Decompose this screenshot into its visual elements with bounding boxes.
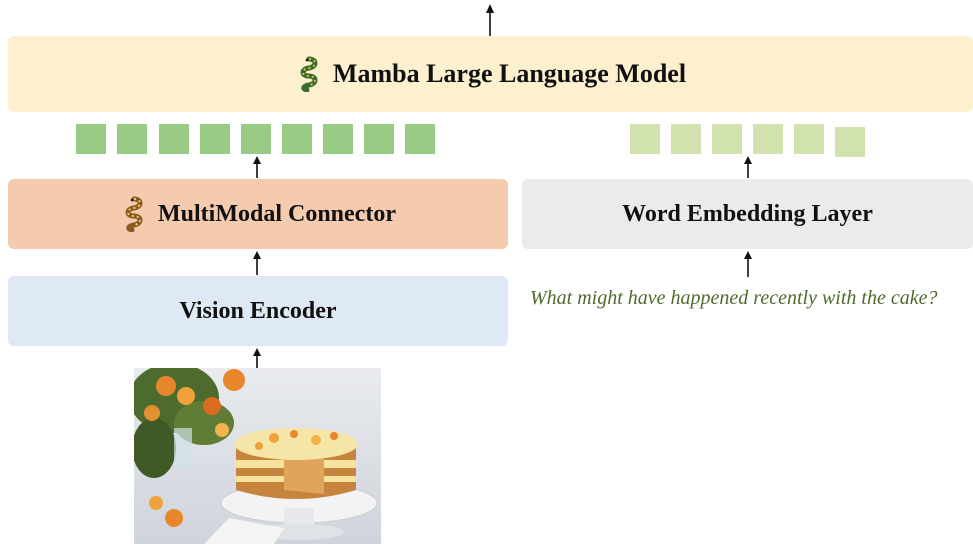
mamba-llm-box: Mamba Large Language Model (8, 36, 973, 112)
text-token (794, 124, 824, 154)
word-embedding-label: Word Embedding Layer (622, 200, 873, 227)
text-token (753, 124, 783, 154)
arrow-up-icon (744, 251, 752, 277)
arrow-up-icon (253, 251, 261, 275)
arrow-up-icon (253, 348, 261, 370)
snake-icon (300, 56, 318, 92)
llm-label: Mamba Large Language Model (332, 59, 687, 88)
word-embedding-box: Word Embedding Layer (522, 179, 973, 249)
visual-token (241, 124, 271, 154)
arrow-up-icon (253, 156, 261, 178)
vision-encoder-label: Vision Encoder (179, 297, 337, 324)
visual-token (159, 124, 189, 154)
visual-token (405, 124, 435, 154)
snake-icon (125, 196, 143, 232)
visual-token (323, 124, 353, 154)
visual-token (282, 124, 312, 154)
visual-token (117, 124, 147, 154)
text-token (671, 124, 701, 154)
text-token (712, 124, 742, 154)
visual-token (200, 124, 230, 154)
text-token (835, 127, 865, 157)
text-token (630, 124, 660, 154)
visual-token (76, 124, 106, 154)
connector-label: MultiModal Connector (158, 200, 396, 227)
arrow-up-icon (744, 156, 752, 178)
cake-photo (134, 368, 381, 544)
vision-encoder-box: Vision Encoder (8, 276, 508, 346)
output-arrow-icon (486, 4, 494, 36)
visual-token (364, 124, 394, 154)
multimodal-connector-box: MultiModal Connector (8, 179, 508, 249)
question-text: What might have happened recently with t… (530, 287, 938, 309)
